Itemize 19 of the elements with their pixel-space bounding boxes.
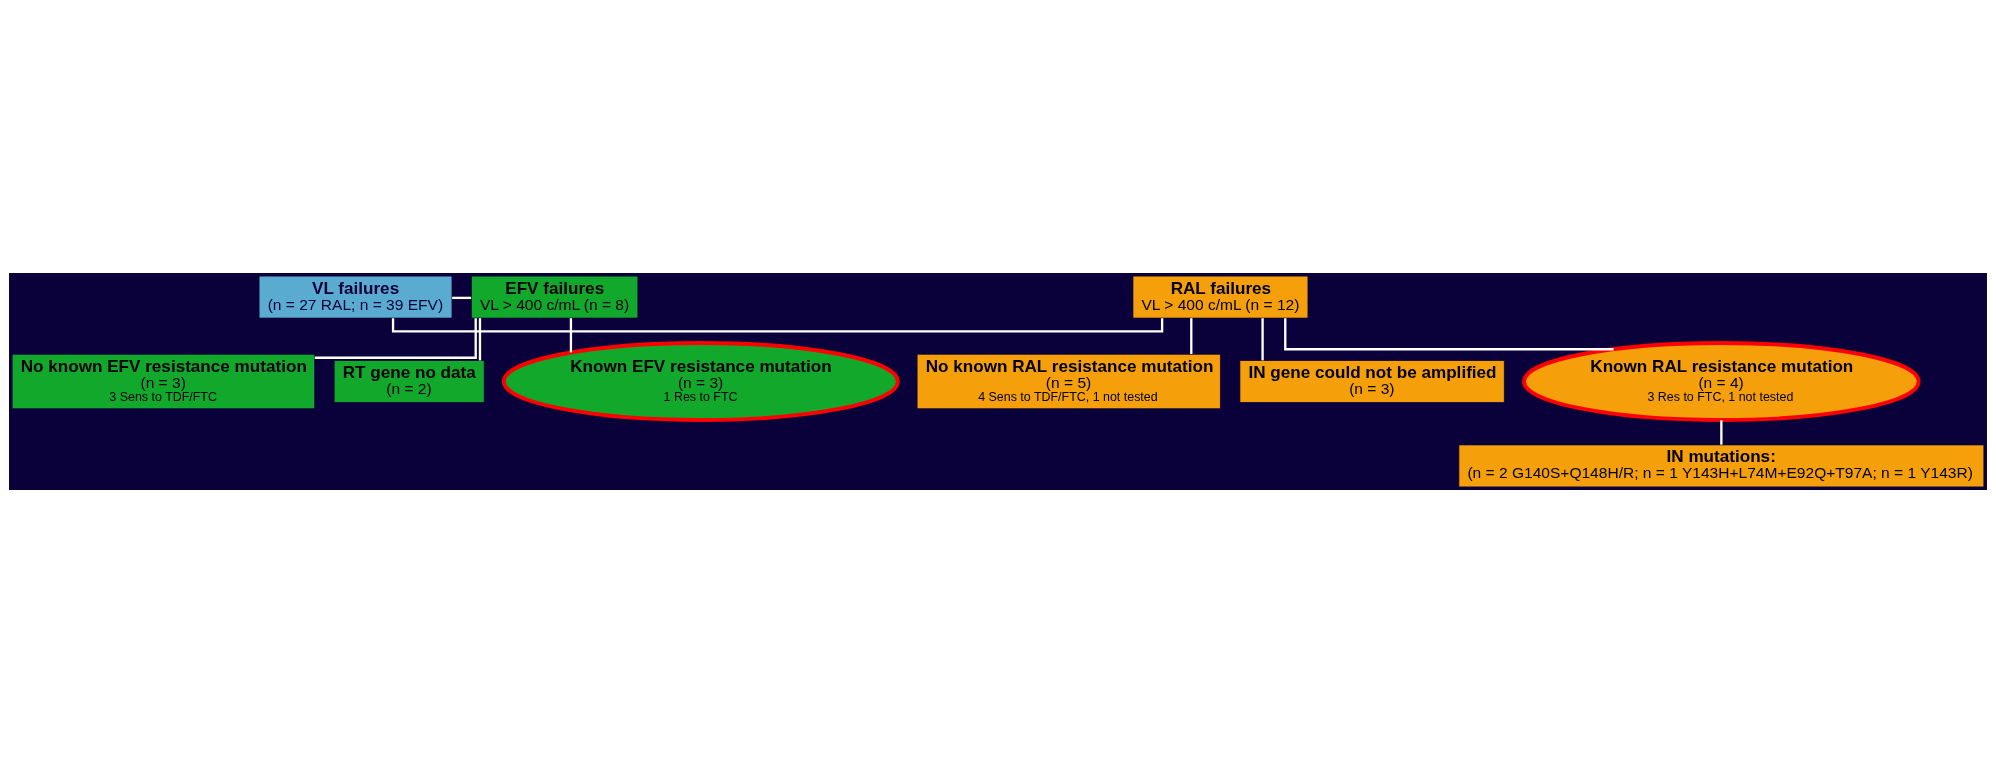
node-box: VL failures (n = 27 RAL; n = 39 EFV) <box>258 275 453 319</box>
node-box: No known RAL resistance mutation (n = 5) 4 Sens to TDF/FTC, 1 not tested <box>916 353 1221 410</box>
node-box: IN mutations: (n = 2 G140S+Q148H/R; n = 1 Y143H+L74M+E92Q+T97A; n = 1 Y143R) <box>1458 444 1985 488</box>
connector <box>1190 318 1193 354</box>
connector <box>1720 420 1723 445</box>
node-ellipse: Known EFV resistance mutation (n = 3) 1 Res to FTC <box>501 341 900 422</box>
node-box: EFV failures VL > 400 c/mL (n = 8) <box>471 275 639 319</box>
node-box: RT gene no data (n = 2) <box>333 360 485 403</box>
connector <box>569 318 573 353</box>
connector <box>1261 318 1264 361</box>
node-box: No known EFV resistance mutation (n = 3) 3 Sens to TDF/FTC <box>11 353 316 410</box>
connector <box>391 318 1164 333</box>
node-box: IN gene could not be amplified (n = 3) <box>1239 360 1505 403</box>
node-box: RAL failures VL > 400 c/mL (n = 12) <box>1132 275 1309 319</box>
connector <box>478 318 482 361</box>
connector <box>314 318 477 359</box>
connector <box>1284 318 1614 351</box>
node-ellipse: Known RAL resistance mutation (n = 4) 3 Res to FTC, 1 not tested <box>1522 341 1921 422</box>
connector <box>452 296 472 300</box>
